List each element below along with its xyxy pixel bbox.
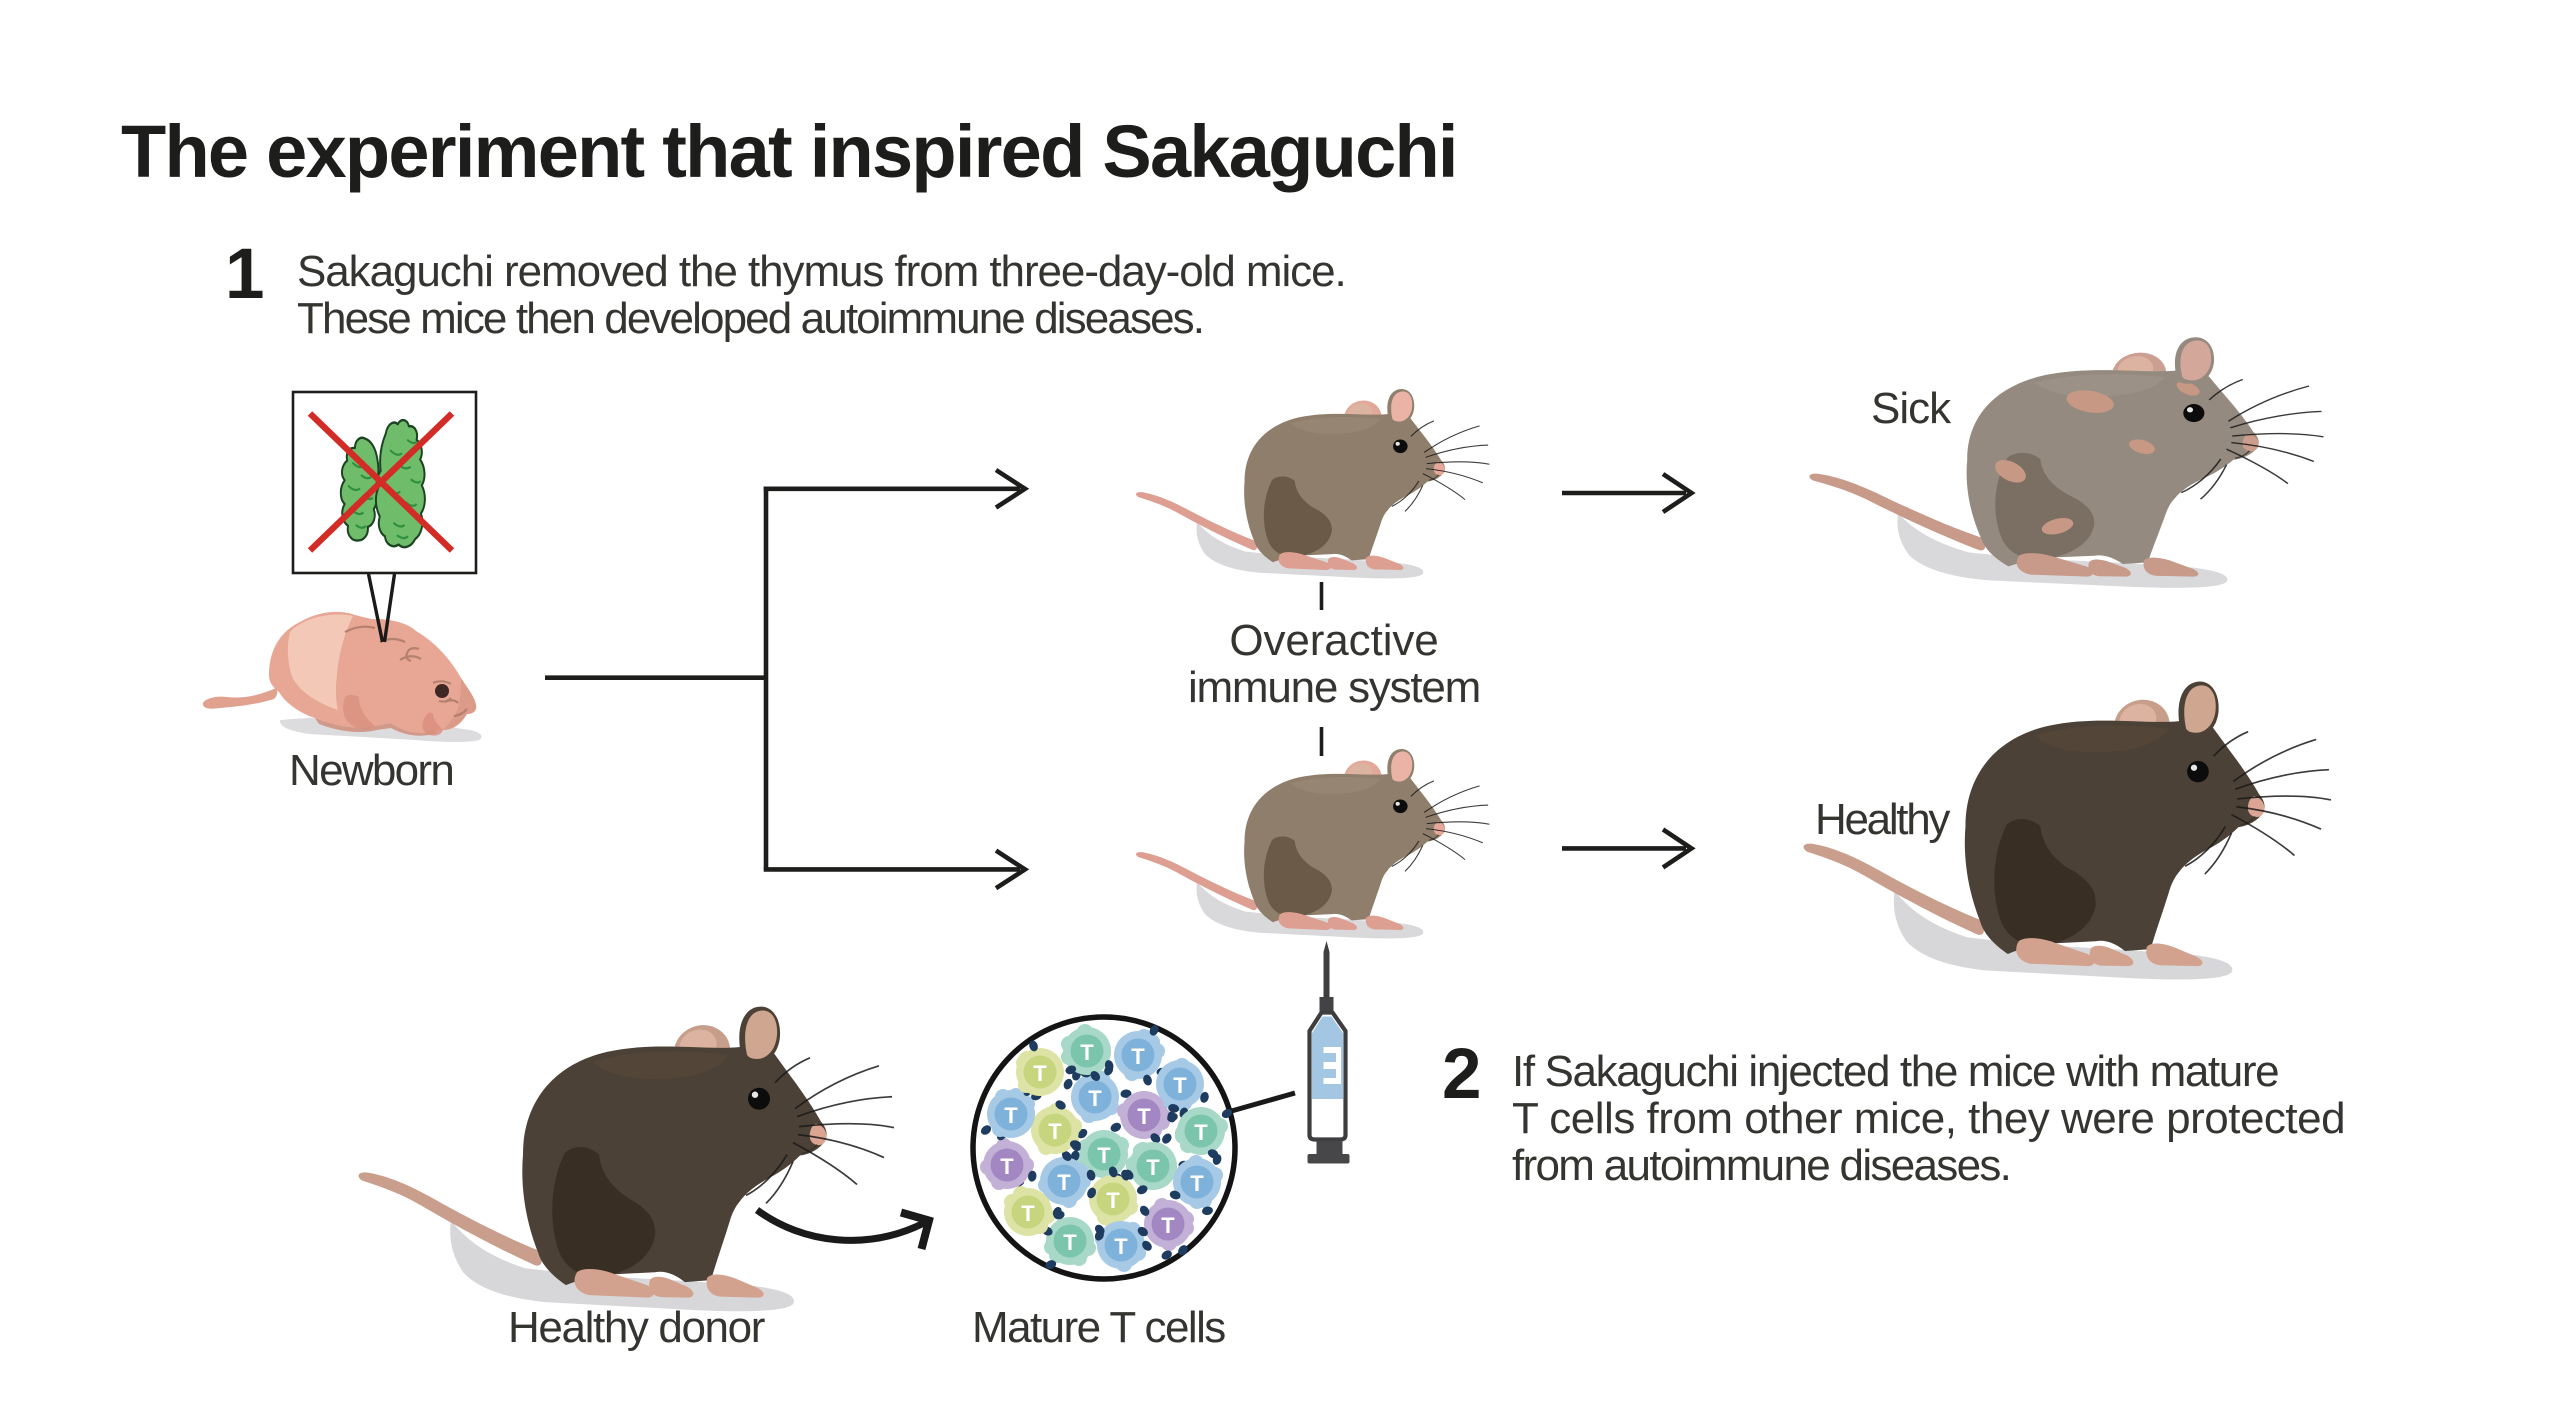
- svg-text:T: T: [1106, 1188, 1120, 1213]
- svg-text:T: T: [1048, 1119, 1062, 1144]
- svg-text:T: T: [1057, 1170, 1071, 1195]
- svg-text:T: T: [1131, 1044, 1145, 1069]
- svg-text:T: T: [1021, 1201, 1035, 1226]
- svg-text:T: T: [1063, 1230, 1077, 1255]
- svg-text:T: T: [1161, 1213, 1175, 1238]
- svg-text:T: T: [1088, 1086, 1102, 1111]
- svg-text:T: T: [1080, 1040, 1094, 1065]
- svg-text:T: T: [1033, 1061, 1047, 1086]
- svg-text:T: T: [1146, 1155, 1160, 1180]
- svg-text:T: T: [1004, 1103, 1018, 1128]
- svg-text:T: T: [1097, 1143, 1111, 1168]
- svg-text:T: T: [1114, 1234, 1128, 1259]
- svg-text:T: T: [1190, 1171, 1204, 1196]
- svg-text:T: T: [1000, 1154, 1014, 1179]
- svg-text:T: T: [1194, 1120, 1208, 1145]
- svg-text:T: T: [1137, 1104, 1151, 1129]
- svg-text:T: T: [1173, 1073, 1187, 1098]
